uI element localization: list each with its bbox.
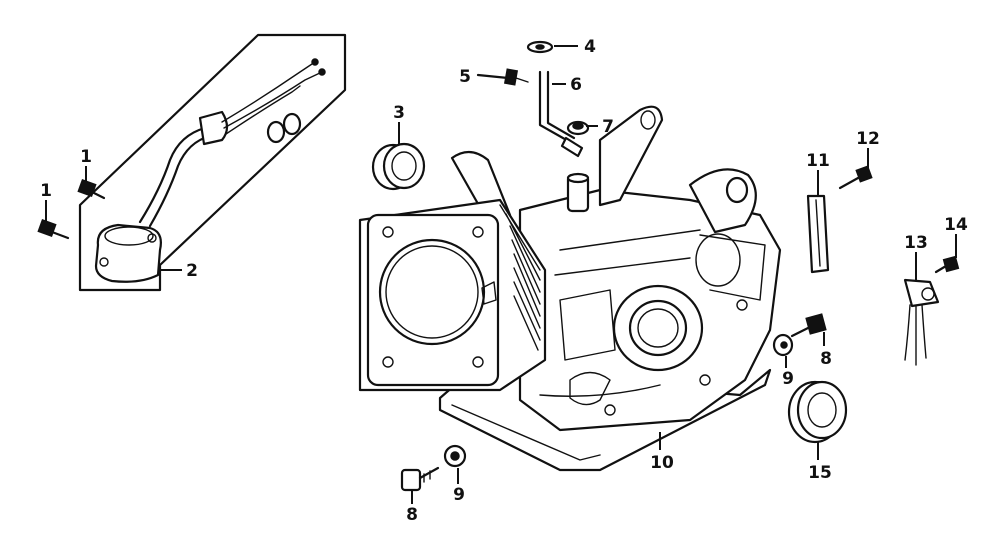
callout-6: 6 (570, 75, 582, 95)
callout-8-bottom: 8 (406, 505, 418, 525)
callout-labels: 1 1 2 3 4 5 6 7 8 8 9 9 10 11 12 13 14 1… (40, 37, 968, 525)
crankcase-part-10 (358, 105, 782, 472)
callout-8-right: 8 (820, 349, 832, 369)
callout-12: 12 (856, 129, 880, 149)
callout-11: 11 (806, 151, 830, 171)
bolt-part-12 (838, 165, 873, 190)
callout-9-right: 9 (782, 369, 794, 389)
callout-2: 2 (186, 261, 198, 281)
bolt-part-5 (476, 68, 529, 86)
bolt-part-1-lower (37, 219, 70, 240)
callout-1-lower: 1 (40, 181, 52, 201)
washer-part-9-right (772, 333, 794, 357)
bolt-part-1-upper (77, 179, 106, 200)
dipstick-rod-part-6 (538, 70, 584, 158)
callout-15: 15 (808, 463, 832, 483)
callout-1-upper: 1 (80, 147, 92, 167)
guide-part-11 (806, 194, 830, 274)
bolt-part-8-right (790, 313, 827, 338)
leader-lines (45, 45, 957, 504)
grommet-part-7 (566, 120, 590, 136)
callout-9-bottom: 9 (453, 485, 465, 505)
callout-7: 7 (602, 117, 614, 137)
callout-14: 14 (944, 215, 968, 235)
oil-sensor-part-13 (903, 278, 940, 366)
callout-13: 13 (904, 233, 928, 253)
callout-5: 5 (459, 67, 471, 87)
bolt-part-14 (934, 255, 960, 274)
callout-4: 4 (584, 37, 596, 57)
oil-seal-part-15 (787, 380, 848, 444)
washer-part-4 (526, 40, 554, 54)
bolt-part-8-bottom (400, 466, 440, 492)
callout-3: 3 (393, 103, 405, 123)
washer-part-9-bottom (443, 444, 467, 468)
bearing-part-3 (371, 142, 426, 191)
ignition-coil-inset (78, 33, 347, 292)
callout-10: 10 (650, 453, 674, 473)
